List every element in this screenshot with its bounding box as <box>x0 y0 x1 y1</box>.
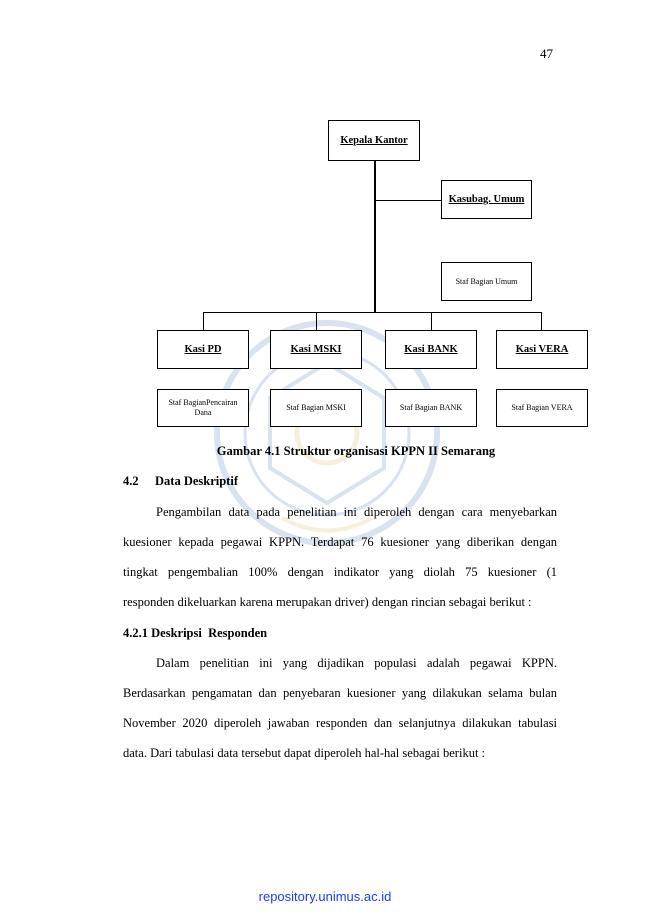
box-staf-pd: Staf BagianPencairan Dana <box>157 389 249 427</box>
repository-footer-link[interactable]: repository.unimus.ac.id <box>258 889 392 904</box>
box-kasi-pd: Kasi PD <box>157 330 249 369</box>
label-staf-vera: Staf Bagian VERA <box>511 403 573 412</box>
paragraph-line: kuesioner kepada pegawai KPPN. Terdapat … <box>123 535 557 549</box>
label-staf-mski: Staf Bagian MSKI <box>286 403 346 412</box>
box-staf-vera: Staf Bagian VERA <box>496 389 588 427</box>
box-kepala-kantor: Kepala Kantor <box>328 120 420 161</box>
connector-line <box>431 312 433 330</box>
label-kasubag-umum: Kasubag. Umum <box>448 194 525 205</box>
box-staf-mski: Staf Bagian MSKI <box>270 389 362 427</box>
box-staf-umum: Staf Bagian Umum <box>441 262 532 301</box>
label-staf-bank: Staf Bagian BANK <box>399 403 463 412</box>
section-number: 4.2.1 <box>123 626 148 640</box>
connector-line <box>203 312 205 330</box>
paragraph-line: data. Dari tabulasi data tersebut dapat … <box>123 746 486 760</box>
box-kasi-bank: Kasi BANK <box>385 330 477 369</box>
paragraph-line: tingkat pengembalian 100% dengan indikat… <box>123 565 557 579</box>
box-kasi-vera: Kasi VERA <box>496 330 588 369</box>
paragraph-line: November 2020 diperoleh jawaban responde… <box>123 716 557 730</box>
label-kepala-kantor: Kepala Kantor <box>340 135 408 146</box>
section-title: Data Deskriptif <box>155 474 238 488</box>
paragraph-line: Pengambilan data pada penelitian ini dip… <box>156 505 557 519</box>
paragraph-line: Dalam penelitian ini yang dijadikan popu… <box>156 656 557 670</box>
connector-line <box>316 312 318 330</box>
connector-line <box>541 312 543 330</box>
connector-line <box>374 160 376 312</box>
label-kasi-pd: Kasi PD <box>184 344 222 355</box>
figure-caption: Gambar 4.1 Struktur organisasi KPPN II S… <box>216 444 496 458</box>
label-kasi-bank: Kasi BANK <box>404 344 458 355</box>
paragraph-line: Berdasarkan pengamatan dan penyebaran ku… <box>123 686 557 700</box>
connector-line <box>203 312 542 314</box>
paragraph-line: responden dikeluarkan karena merupakan d… <box>123 595 532 609</box>
box-kasi-mski: Kasi MSKI <box>270 330 362 369</box>
connector-line <box>374 200 441 202</box>
label-kasi-mski: Kasi MSKI <box>290 344 342 355</box>
label-kasi-vera: Kasi VERA <box>515 344 569 355</box>
section-title: Deskripsi Responden <box>151 626 268 640</box>
page-number: 47 <box>540 46 553 61</box>
section-heading-4-2-1: 4.2.1 Deskripsi Responden <box>123 626 267 641</box>
section-number: 4.2 <box>123 474 139 488</box>
label-staf-pd: Staf BagianPencairan Dana <box>168 398 238 417</box>
label-staf-umum: Staf Bagian Umum <box>455 276 518 286</box>
box-staf-bank: Staf Bagian BANK <box>385 389 477 427</box>
org-chart: Kepala Kantor Kasubag. Umum Staf Bagian … <box>0 0 650 440</box>
section-heading-4-2: 4.2 Data Deskriptif <box>123 474 238 489</box>
box-kasubag-umum: Kasubag. Umum <box>441 180 532 219</box>
